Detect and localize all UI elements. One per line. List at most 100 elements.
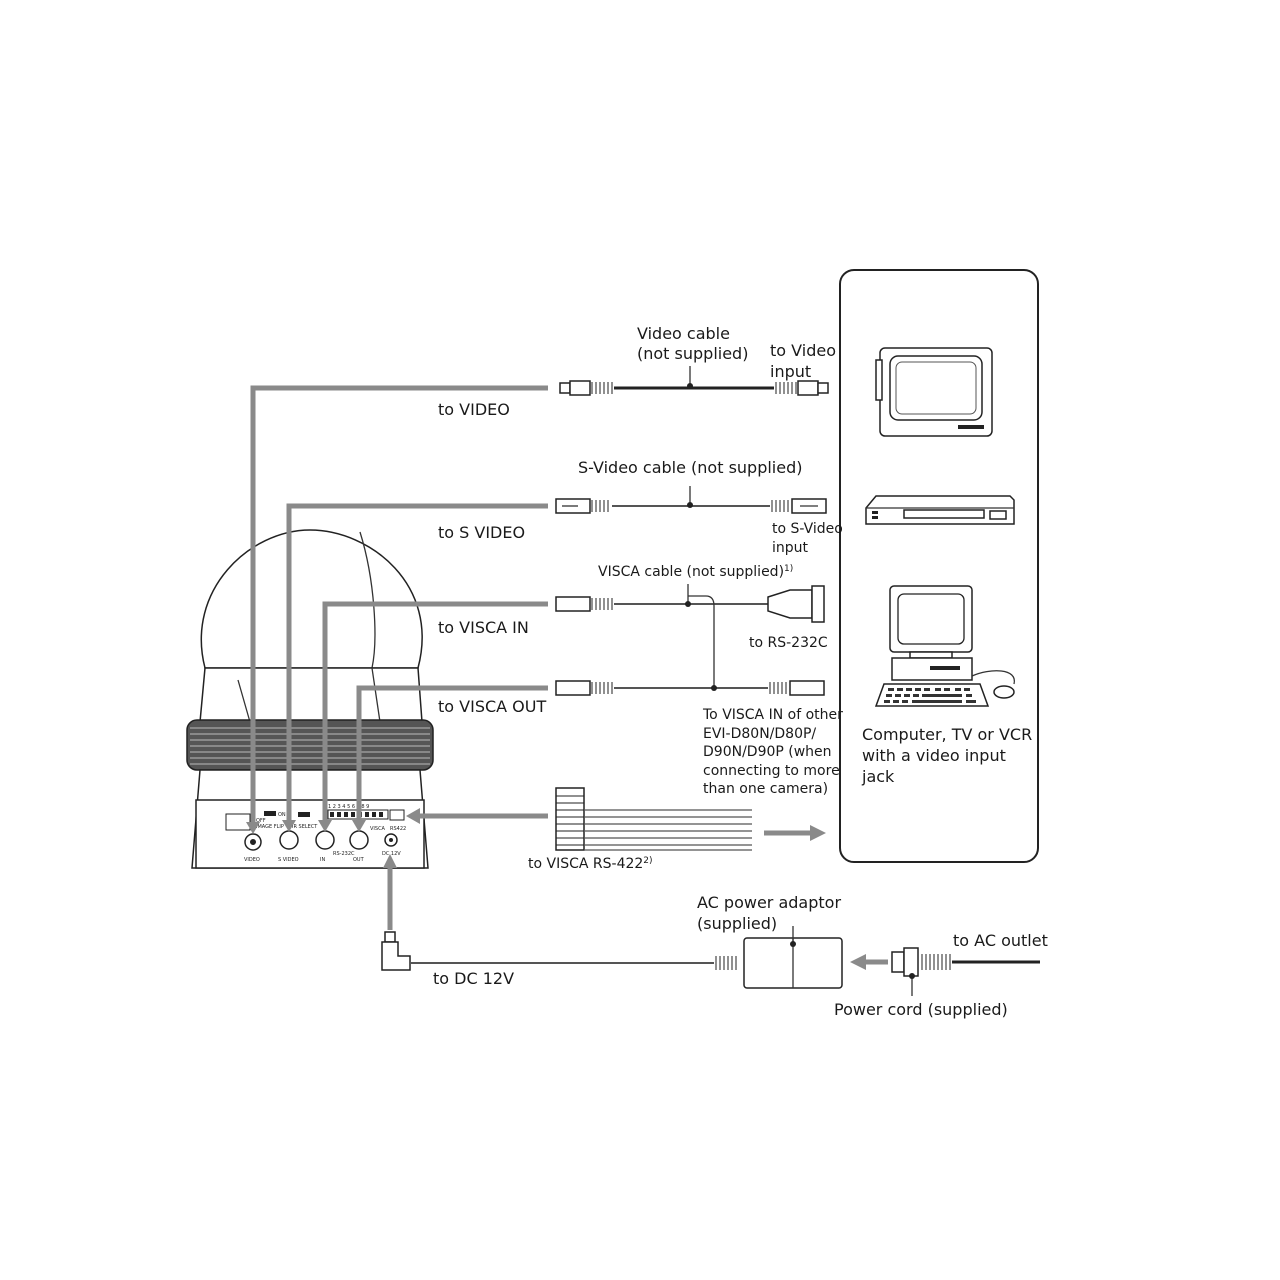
video-plug-left [569, 380, 591, 396]
visca-in-plug-ribs [591, 598, 613, 610]
leader-visca-in-arrow [318, 820, 332, 832]
dc-plug-tip [384, 931, 396, 943]
video-plug-left-tip [559, 382, 571, 394]
rs232c-plug [767, 589, 813, 619]
camera-neck-line [371, 667, 381, 723]
visca-out-far-plug-ribs [769, 682, 787, 694]
video-plug-left-ribs [591, 382, 613, 394]
s-video-cable-callout-dot [687, 502, 693, 508]
label-to-visca-rs422-text: to VISCA RS-422 [528, 856, 643, 872]
leader-dc12v-arrow [383, 854, 397, 868]
rs422-wires [584, 809, 752, 851]
label-other-camera-2: EVI-D80N/D80P/ [703, 726, 816, 742]
leader-s-video [286, 503, 548, 826]
visca-in-jack [315, 830, 335, 850]
visca-out-far-plug [789, 680, 825, 696]
leader-rs422-arrow [406, 808, 420, 824]
leader-ac-arrow [850, 954, 866, 970]
label-other-camera-1: To VISCA IN of other [702, 707, 843, 723]
panel-ir-select-label: IR SELECT [292, 824, 318, 830]
panel-out-label: OUT [353, 857, 365, 863]
keyboard-keys [884, 688, 976, 703]
panel-in-label: IN [320, 857, 325, 863]
leader-s-video-arrow [282, 820, 296, 832]
label-to-video-input-2: input [770, 362, 811, 381]
video-plug-right [797, 380, 819, 396]
s-video-plug-left-ribs [591, 500, 609, 512]
label-to-dc-12v: to DC 12V [433, 969, 514, 988]
rs422-terminal [389, 809, 405, 821]
mouse [993, 685, 1015, 699]
label-computer-tv-vcr-2: with a video input [862, 746, 1006, 765]
label-to-s-video-input: to S-Video [772, 521, 843, 537]
drive-slot [930, 666, 960, 670]
label-to-s-video: to S VIDEO [438, 523, 525, 542]
vcr-button [872, 511, 878, 514]
computer-illustration [874, 585, 1015, 707]
video-plug-right-tip [817, 382, 829, 394]
label-rs422-note: 2) [643, 856, 652, 866]
dc-cable-strain-relief [715, 956, 737, 970]
rs422-plug [555, 787, 585, 851]
camera-neck [199, 667, 423, 723]
dc-in-jack-pin [389, 838, 393, 842]
panel-video-label: VIDEO [244, 857, 260, 863]
camera: OFF ON IMAGE FLIP IR SELECT 1 2 3 4 5 6 … [186, 529, 434, 869]
vcr-tape-slot [903, 509, 985, 519]
panel-rs422-label: RS422 [390, 826, 406, 832]
vcr-display [989, 510, 1007, 520]
label-s-video-cable: S-Video cable (not supplied) [578, 458, 803, 477]
power-cord-plug-mid [903, 947, 919, 977]
power-cord-callout-dot [909, 973, 915, 979]
label-to-visca-out: to VISCA OUT [438, 697, 546, 716]
visca-out-plug [555, 680, 591, 696]
leader-to-devices-arrow [810, 825, 826, 841]
vcr-button [872, 516, 878, 519]
label-to-visca-in: to VISCA IN [438, 618, 529, 637]
tv-side [875, 359, 883, 401]
panel-off-label: OFF [256, 818, 266, 824]
devices-panel [839, 269, 1039, 863]
ac-adaptor-callout-dot [790, 941, 796, 947]
panel-on-label: ON [278, 812, 286, 818]
label-visca-cable: VISCA cable (not supplied)1) [598, 564, 793, 580]
s-video-cable [555, 486, 827, 514]
leader-video-arrow [246, 822, 260, 834]
power-cord-strain-relief [921, 954, 951, 970]
leader-video [250, 385, 548, 828]
s-video-plug-right-ribs [771, 500, 789, 512]
video-jack-pin [250, 839, 256, 845]
rs422-connector [555, 787, 752, 851]
label-other-camera-3: D90N/D90P (when [703, 744, 832, 760]
tv-illustration [875, 347, 993, 437]
rs232c-plug-flange [811, 585, 825, 623]
panel-dip-numbers: 1 2 3 4 5 6 7 8 9 [328, 804, 369, 810]
visca-in-plug [555, 596, 591, 612]
label-ac-adaptor-supplied: (supplied) [697, 914, 777, 933]
label-to-ac-outlet: to AC outlet [953, 931, 1048, 950]
visca-out-plug-ribs [591, 682, 613, 694]
leader-visca-out [356, 685, 548, 826]
panel-rs232c-label: RS-232C [333, 851, 355, 857]
visca-cable-callout-dot-top [685, 601, 691, 607]
label-computer-tv-vcr-3: jack [861, 767, 895, 786]
label-to-video-input: to Video [770, 341, 836, 360]
label-video-cable-not-supplied: (not supplied) [637, 344, 748, 363]
label-computer-tv-vcr-1: Computer, TV or VCR [862, 725, 1032, 744]
leader-visca-in [322, 601, 548, 826]
ir-select-switch [298, 812, 310, 817]
label-power-cord: Power cord (supplied) [834, 1000, 1008, 1019]
label-other-camera-4: connecting to more [703, 763, 840, 779]
visca-cables [555, 584, 825, 696]
panel-image-flip-label: IMAGE FLIP [256, 824, 284, 830]
camera-neck-line [237, 679, 251, 723]
camera-base-ribs [190, 727, 430, 765]
visca-out-jack [349, 830, 369, 850]
connection-leaders [246, 385, 888, 970]
image-flip-switch [264, 811, 276, 816]
panel-dc12v-label: DC 12V [382, 851, 401, 857]
visca-cable-callout [687, 584, 715, 688]
visca-cable-callout-dot-bottom [711, 685, 717, 691]
